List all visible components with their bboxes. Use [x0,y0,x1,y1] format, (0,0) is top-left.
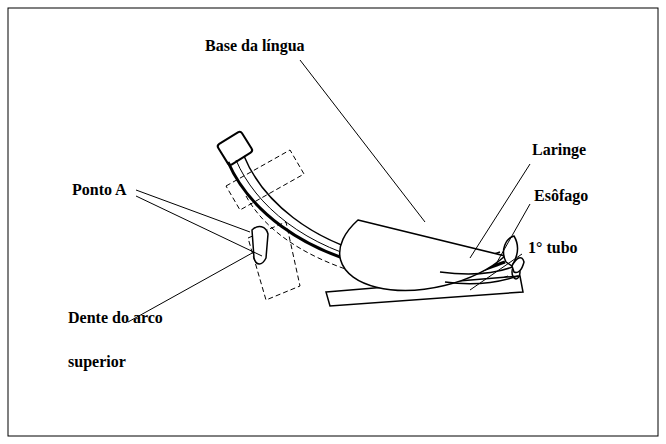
tongue-base [340,220,505,290]
part-label: Ponto A [72,180,127,200]
esophagus [440,265,520,284]
frame [8,8,658,436]
dashed-outline [226,150,508,300]
part-label: 1° tubo [528,238,578,258]
part-label: Esôfago [534,186,588,206]
upper-tooth [252,227,268,264]
part-label: Dente do arco superior [68,296,168,384]
handle [217,131,253,166]
part-label: Laringe [532,140,586,160]
part-label: Base da língua [205,36,305,56]
leader-lines [128,60,530,322]
